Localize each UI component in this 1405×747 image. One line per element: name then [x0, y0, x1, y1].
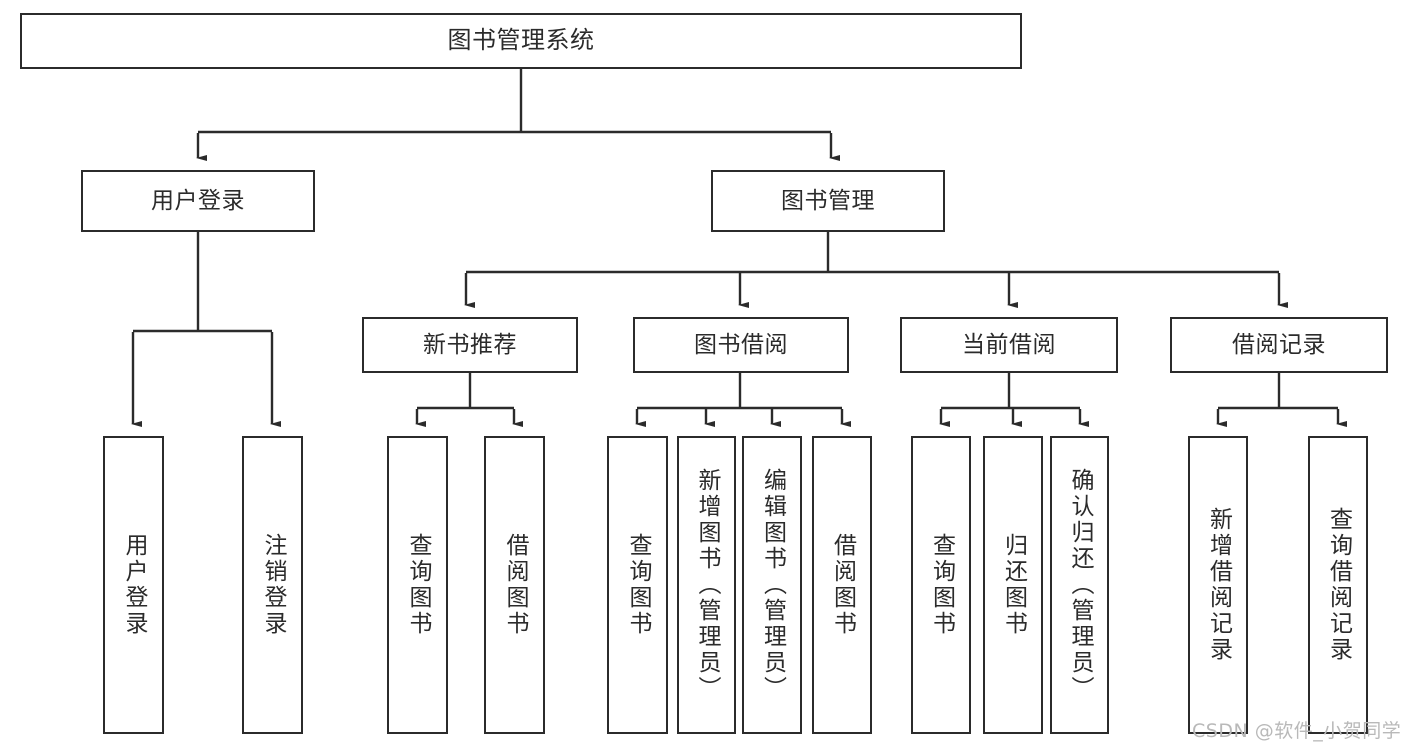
- node-label: 图书管理系统: [447, 26, 595, 55]
- node-leaf-borrow-book-2[interactable]: 借阅图书: [812, 436, 872, 734]
- node-label: 新增借阅记录: [1205, 507, 1232, 663]
- node-leaf-add-book[interactable]: 新增图书（管理员）: [677, 436, 736, 734]
- node-label: 归还图书: [1000, 533, 1027, 637]
- node-leaf-query-book-1[interactable]: 查询图书: [387, 436, 448, 734]
- node-label: 查询图书: [405, 533, 432, 637]
- node-label: 新书推荐: [423, 331, 517, 358]
- node-label: 当前借阅: [962, 331, 1056, 358]
- node-leaf-query-record[interactable]: 查询借阅记录: [1308, 436, 1368, 734]
- node-leaf-borrow-book-1[interactable]: 借阅图书: [484, 436, 545, 734]
- node-label: 用户登录: [121, 533, 148, 637]
- node-label: 查询图书: [625, 533, 652, 637]
- node-user-login[interactable]: 用户登录: [81, 170, 315, 232]
- node-new-book-recommend[interactable]: 新书推荐: [362, 317, 578, 373]
- node-label: 借阅图书: [829, 533, 856, 637]
- node-leaf-add-record[interactable]: 新增借阅记录: [1188, 436, 1248, 734]
- node-label: 用户登录: [151, 187, 245, 214]
- node-label: 查询图书: [928, 533, 955, 637]
- node-leaf-user-login[interactable]: 用户登录: [103, 436, 164, 734]
- node-label: 图书管理: [781, 187, 875, 214]
- node-label: 编辑图书（管理员）: [759, 468, 786, 702]
- node-label: 查询借阅记录: [1325, 507, 1352, 663]
- node-label: 图书借阅: [694, 331, 788, 358]
- node-leaf-query-book-3[interactable]: 查询图书: [911, 436, 971, 734]
- node-label: 确认归还（管理员）: [1067, 468, 1094, 702]
- node-leaf-confirm-return[interactable]: 确认归还（管理员）: [1050, 436, 1109, 734]
- node-book-borrow[interactable]: 图书借阅: [633, 317, 849, 373]
- node-leaf-user-logout[interactable]: 注销登录: [242, 436, 303, 734]
- node-book-manage[interactable]: 图书管理: [711, 170, 945, 232]
- node-borrow-record[interactable]: 借阅记录: [1170, 317, 1388, 373]
- node-label: 借阅图书: [502, 533, 529, 637]
- node-label: 注销登录: [260, 533, 287, 637]
- node-label: 新增图书（管理员）: [694, 468, 721, 702]
- node-label: 借阅记录: [1232, 331, 1326, 358]
- node-leaf-edit-book[interactable]: 编辑图书（管理员）: [742, 436, 802, 734]
- node-leaf-return-book[interactable]: 归还图书: [983, 436, 1043, 734]
- node-book-management-system[interactable]: 图书管理系统: [20, 13, 1022, 69]
- watermark-text: CSDN @软件_小贺同学: [1192, 720, 1402, 742]
- node-leaf-query-book-2[interactable]: 查询图书: [607, 436, 668, 734]
- node-current-borrow[interactable]: 当前借阅: [900, 317, 1118, 373]
